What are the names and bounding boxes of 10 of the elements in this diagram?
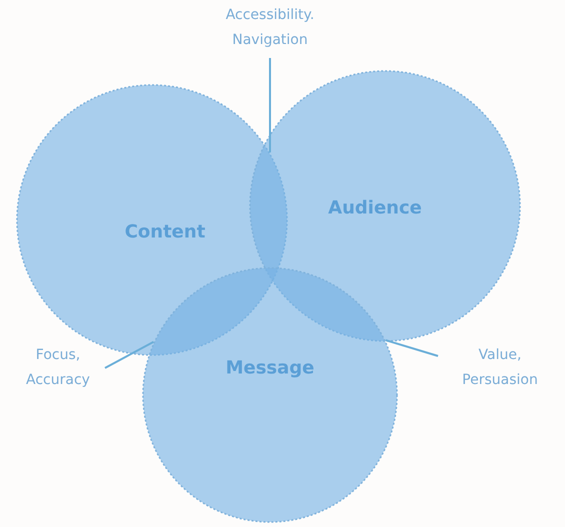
circle-title: Message xyxy=(226,358,314,378)
audience-circle xyxy=(249,70,521,342)
leader-line xyxy=(104,340,154,369)
callout-label: Focus, Accuracy xyxy=(10,343,106,393)
circle-title: Content xyxy=(124,222,206,242)
leader-line xyxy=(269,58,271,152)
message-circle xyxy=(142,267,398,523)
circle-title: Audience xyxy=(328,198,422,218)
callout-label: Value, Persuasion xyxy=(440,343,560,393)
callout-label: Accessibility. Navigation xyxy=(200,3,340,53)
